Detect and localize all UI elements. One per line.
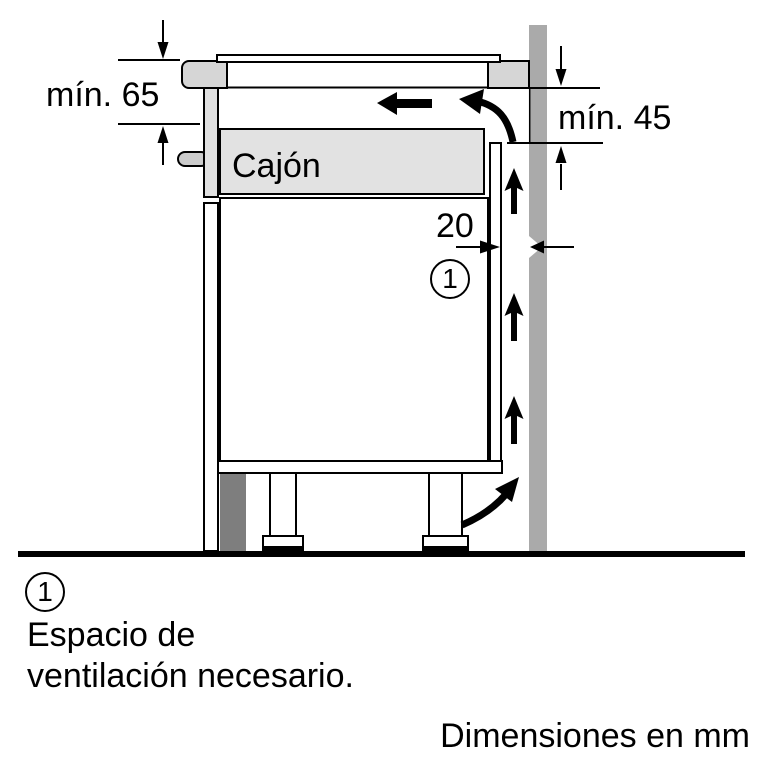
floor-line bbox=[18, 551, 745, 557]
plinth bbox=[220, 474, 246, 551]
dim-down-arrow-icon bbox=[157, 42, 169, 59]
side-rail-upper bbox=[203, 87, 219, 198]
drawer-box bbox=[219, 128, 485, 195]
dim-left-arrow-icon bbox=[530, 240, 544, 254]
legend-text-line1: Espacio de bbox=[27, 616, 196, 654]
leg-rear-shaft bbox=[428, 472, 463, 538]
wall bbox=[528, 25, 547, 552]
dim-up-arrow-icon bbox=[555, 146, 567, 163]
hob-glass-top bbox=[216, 54, 501, 63]
worktop-right-block bbox=[487, 60, 530, 89]
worktop bbox=[181, 54, 530, 89]
airflow-curve-top-head-icon bbox=[459, 89, 484, 114]
callout-1-number: 1 bbox=[442, 263, 458, 294]
airflow-arrows bbox=[377, 89, 524, 529]
airflow-up-arrow-2-icon bbox=[504, 293, 524, 341]
leg-rear-base bbox=[423, 546, 468, 552]
dimension-label-gap20: 20 bbox=[436, 207, 474, 245]
airflow-left-arrow-icon bbox=[377, 92, 432, 115]
dim-right-arrow-icon bbox=[480, 240, 500, 254]
airflow-up-arrow-3-icon bbox=[504, 396, 524, 444]
drawer-label: Cajón bbox=[232, 147, 321, 185]
dimension-label-min65: mín. 65 bbox=[46, 76, 160, 114]
cabinet bbox=[177, 87, 503, 552]
leg-front-base bbox=[263, 546, 303, 552]
cabinet-interior bbox=[219, 197, 489, 462]
leg-front-shaft bbox=[269, 472, 297, 538]
worktop-left-block bbox=[181, 60, 228, 89]
wall-rect bbox=[529, 25, 547, 552]
dimension-label-min45: mín. 45 bbox=[558, 99, 672, 137]
callout-1-legend: 1 bbox=[25, 572, 65, 612]
airflow-up-arrow-1-icon bbox=[504, 168, 524, 214]
airflow-curve-top bbox=[476, 97, 517, 143]
callout-1-diagram: 1 bbox=[430, 259, 470, 299]
worktop-cutout bbox=[222, 60, 492, 88]
dimension-min65 bbox=[118, 20, 200, 165]
dim-down-arrow-icon bbox=[555, 69, 567, 86]
cabinet-back-panel bbox=[489, 142, 502, 462]
dim-up-arrow-icon bbox=[157, 126, 169, 143]
side-panel-lower bbox=[203, 202, 219, 552]
legend-text-line2: ventilación necesario. bbox=[27, 657, 354, 695]
units-note: Dimensiones en mm bbox=[440, 717, 750, 755]
airflow-curve-bottom-head-icon bbox=[495, 477, 519, 502]
dimension-gap20 bbox=[456, 240, 574, 254]
dimension-min45 bbox=[507, 46, 603, 190]
legend-callout-number: 1 bbox=[37, 576, 53, 607]
cabinet-base-panel bbox=[217, 460, 503, 474]
